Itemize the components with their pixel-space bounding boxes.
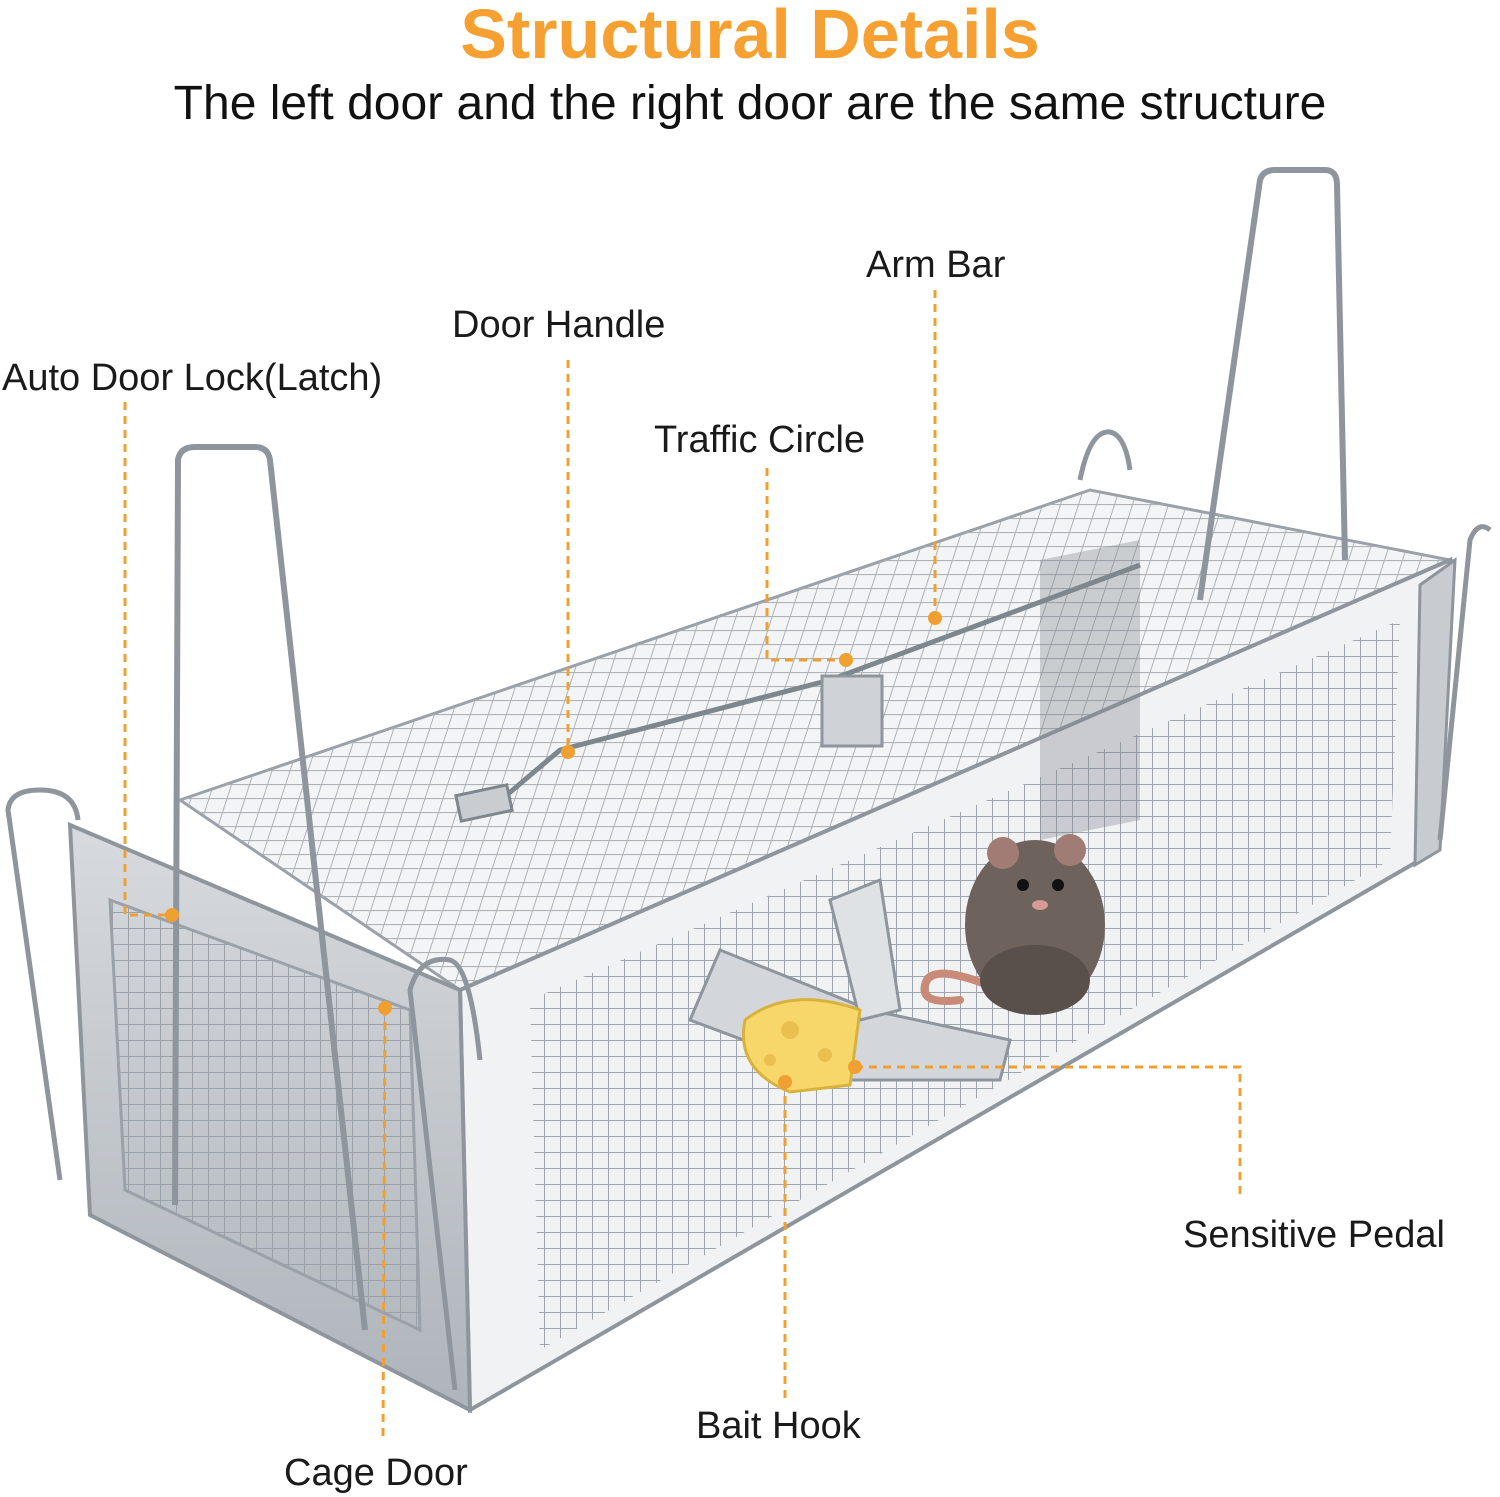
leader-cage-door (381, 1007, 387, 1441)
rat-icon (920, 834, 1105, 1015)
dot-cage-door (378, 1001, 392, 1015)
callout-leaders (123, 290, 1242, 1441)
label-door-handle: Door Handle (452, 304, 666, 346)
dot-traffic-circle (839, 653, 853, 667)
callout-dots (165, 611, 942, 1089)
page-title: Structural Details (460, 0, 1040, 73)
leader-sensitive-pedal (855, 1065, 1242, 1195)
door-handle-wire-right (1197, 167, 1348, 601)
dot-sensitive-pedal (848, 1060, 862, 1074)
label-auto-door-lock: Auto Door Lock(Latch) (2, 357, 383, 399)
page-subtitle: The left door and the right door are the… (173, 77, 1327, 130)
label-bait-hook: Bait Hook (696, 1405, 861, 1447)
dot-bait-hook (778, 1075, 792, 1089)
dot-auto-door-lock (165, 908, 179, 922)
label-traffic-circle: Traffic Circle (654, 419, 866, 461)
arm-bar-wire (493, 562, 1141, 807)
door-handle-clip (454, 783, 514, 823)
cheese-bait-icon (742, 998, 862, 1094)
dot-arm-bar (928, 611, 942, 625)
cage-trap (5, 167, 1492, 1414)
traffic-circle-plate (820, 674, 884, 748)
cage-door-mesh (108, 897, 422, 1333)
leader-auto-door-lock (123, 402, 172, 917)
door-handle-wire-left (172, 444, 368, 1331)
label-sensitive-pedal: Sensitive Pedal (1183, 1214, 1445, 1256)
leader-traffic-circle (765, 468, 846, 662)
label-arm-bar: Arm Bar (866, 244, 1006, 286)
label-cage-door: Cage Door (284, 1452, 468, 1494)
dot-door-handle (561, 745, 575, 759)
